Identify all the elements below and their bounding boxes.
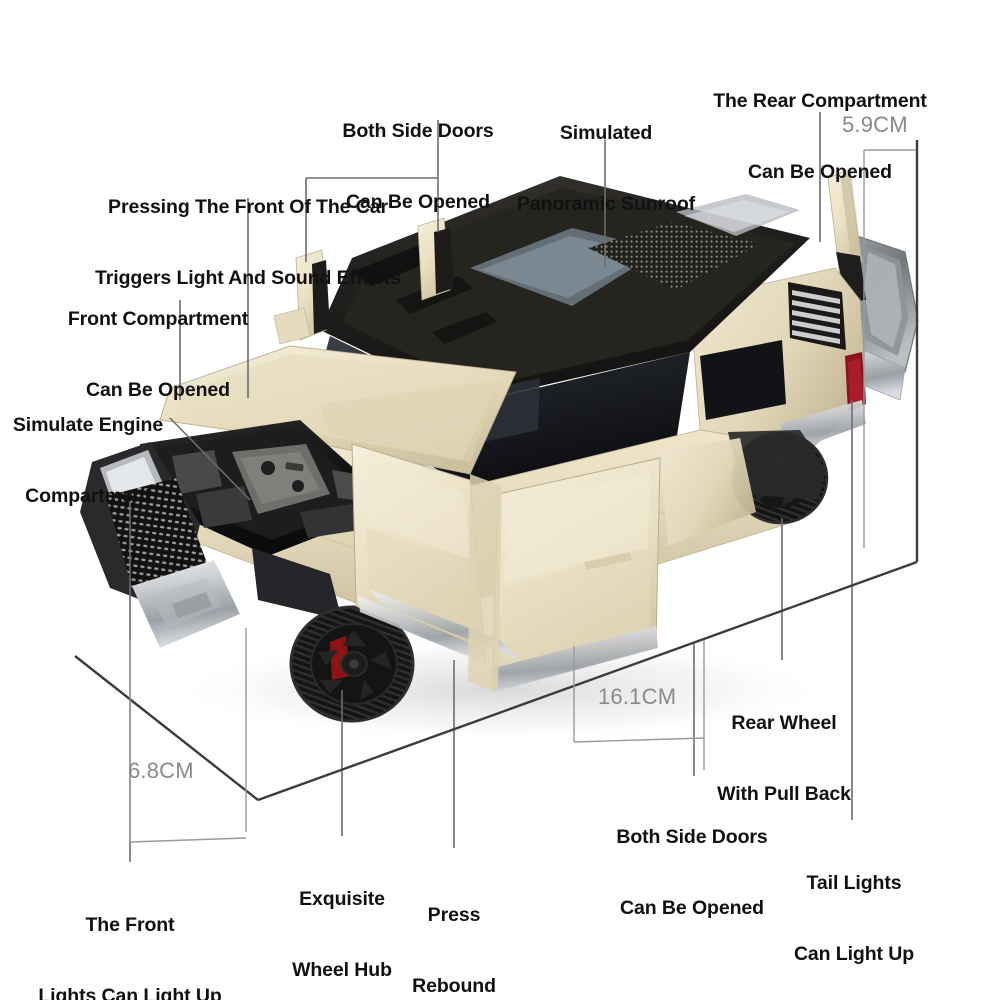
- rear-wheel: [728, 430, 829, 525]
- side-mirror: [273, 307, 311, 345]
- label-front-lights-line1: The Front: [85, 913, 175, 936]
- label-tail-lights-line2: Can Light Up: [793, 942, 915, 965]
- label-rear-wheel-line2: With Pull Back: [717, 782, 851, 805]
- label-side-doors-top-line2: Can Be Opened: [346, 190, 490, 213]
- front-grille: [106, 478, 208, 588]
- label-side-doors-bottom: Both Side Doors Can Be Opened: [616, 778, 767, 968]
- label-tail-lights-line1: Tail Lights: [806, 871, 902, 894]
- label-rear-wheel: Rear Wheel With Pull Back: [717, 664, 851, 854]
- label-sunroof-line1: Simulated: [559, 121, 653, 144]
- label-press-front-line2: Triggers Light And Sound Effects: [95, 266, 401, 289]
- label-rear-compartment-line1: The Rear Compartment: [713, 89, 927, 112]
- label-press-rebound: Press Rebound: [412, 856, 496, 1000]
- label-side-doors-bottom-line1: Both Side Doors: [616, 825, 768, 848]
- label-rear-compartment: The Rear Compartment Can Be Opened: [713, 42, 927, 232]
- front-door-upper-left: [273, 249, 330, 345]
- rear-side-glass: [700, 340, 786, 420]
- label-simulate-engine: Simulate Engine Compartment: [13, 366, 163, 556]
- dimension-depth: 6.8CM: [128, 758, 194, 783]
- label-wheel-hub: Exquisite Wheel Hub: [292, 840, 392, 1000]
- label-front-compartment-line1: Front Compartment: [67, 307, 249, 330]
- sunroof-mesh: [588, 222, 760, 290]
- label-wheel-hub-line2: Wheel Hub: [292, 958, 392, 981]
- label-press-front: Pressing The Front Of The Car Triggers L…: [95, 148, 401, 338]
- label-press-front-line1: Pressing The Front Of The Car: [108, 195, 388, 218]
- label-side-doors-bottom-line2: Can Be Opened: [620, 896, 764, 919]
- label-wheel-hub-line1: Exquisite: [299, 887, 385, 910]
- label-simulate-engine-line2: Compartment: [25, 484, 151, 507]
- label-front-compartment: Front Compartment Can Be Opened: [68, 260, 248, 450]
- label-press-rebound-line1: Press: [427, 903, 481, 926]
- label-side-doors-top: Both Side Doors Can Be Opened: [342, 72, 493, 262]
- label-press-rebound-line2: Rebound: [412, 974, 496, 997]
- label-tail-lights: Tail Lights Can Light Up: [794, 824, 914, 1000]
- dimension-height: 5.9CM: [842, 112, 908, 137]
- label-side-doors-top-line1: Both Side Doors: [342, 119, 494, 142]
- front-hood-open: [159, 345, 517, 475]
- label-rear-wheel-line1: Rear Wheel: [731, 711, 837, 734]
- label-front-compartment-line2: Can Be Opened: [86, 378, 230, 401]
- label-simulate-engine-line1: Simulate Engine: [12, 413, 164, 436]
- label-sunroof: Simulated Panoramic Sunroof: [517, 74, 695, 264]
- rear-door-upper-left: [417, 217, 454, 301]
- label-sunroof-line2: Panoramic Sunroof: [516, 192, 696, 215]
- label-rear-compartment-line2: Can Be Opened: [748, 160, 892, 183]
- dimension-length: 16.1CM: [598, 684, 677, 709]
- label-front-lights: The Front Lights Can Light Up: [38, 866, 221, 1000]
- rear-quarter-louvers: [788, 282, 846, 350]
- label-front-lights-line2: Lights Can Light Up: [38, 984, 222, 1000]
